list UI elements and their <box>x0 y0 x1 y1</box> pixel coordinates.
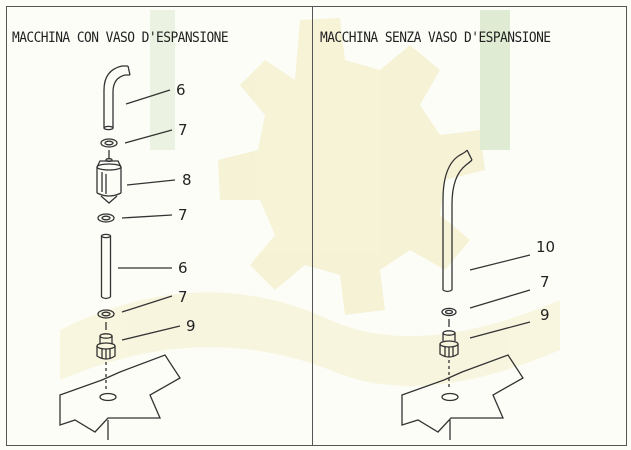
callout-left-1: 6 <box>176 81 186 99</box>
fitting-right <box>439 319 459 388</box>
diagram-frame <box>6 6 627 446</box>
ring-right <box>441 307 457 317</box>
plate-right <box>401 354 524 440</box>
right-assembly <box>401 149 524 440</box>
callout-left-3: 8 <box>182 171 192 189</box>
leader-lines-right <box>469 254 531 339</box>
panel-divider <box>312 6 313 446</box>
plate-left <box>59 354 181 440</box>
callout-right-3: 9 <box>540 306 550 324</box>
hose-top-left <box>103 65 128 128</box>
right-panel-title: MACCHINA SENZA VASO D'ESPANSIONE <box>320 30 551 46</box>
ring-left-2 <box>97 213 115 223</box>
hose-curved-right <box>442 149 473 293</box>
left-assembly <box>59 65 181 440</box>
callout-left-5: 6 <box>178 259 188 277</box>
leader-lines-left <box>118 89 181 341</box>
hose-straight-left <box>100 233 112 300</box>
callout-left-2: 7 <box>178 121 188 139</box>
callout-right-2: 7 <box>540 273 550 291</box>
callout-right-1: 10 <box>536 238 555 256</box>
callout-left-4: 7 <box>178 206 188 224</box>
ring-left-1 <box>100 138 118 148</box>
ring-left-3 <box>97 309 115 319</box>
callout-left-7: 9 <box>186 317 196 335</box>
filter-left <box>96 150 122 204</box>
left-panel-title: MACCHINA CON VASO D'ESPANSIONE <box>12 30 229 46</box>
callout-left-6: 7 <box>178 288 188 306</box>
fitting-left <box>96 322 116 390</box>
